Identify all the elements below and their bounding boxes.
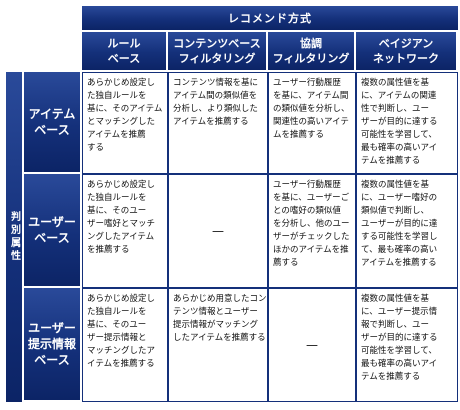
text-line: アイテム bbox=[28, 107, 76, 121]
text-line: 基に、そのユー bbox=[87, 206, 147, 216]
text-line: ザーがチェックした bbox=[273, 232, 350, 242]
side-label: 判別属性 bbox=[6, 72, 22, 402]
row-header: アイテムベース bbox=[24, 72, 80, 172]
text-line: ルール bbox=[107, 37, 141, 50]
empty-cell: — bbox=[268, 288, 356, 402]
text-line: ネットワーク bbox=[373, 52, 439, 65]
text-line: アイテムを推薦 bbox=[87, 130, 146, 140]
text-line: ザーが目的に達する bbox=[361, 117, 438, 127]
table-cell: コンテンツ情報を基にアイテム間の類似値を分析し、より類似したアイテムを推薦する bbox=[168, 72, 268, 174]
table-cell: ユーザー行動履歴を基に、アイテム間の類似値を分析し、関連性の高いアイテムを推薦す… bbox=[268, 72, 356, 174]
text-line: 可能性を学習して、 bbox=[361, 130, 437, 140]
text-line: ユーザー bbox=[28, 321, 76, 335]
text-line: アイテムを推薦する bbox=[361, 258, 437, 268]
empty-cell: — bbox=[168, 174, 268, 288]
text-line: ベース bbox=[34, 231, 70, 245]
text-line: 関連性の高いアイテ bbox=[273, 117, 349, 127]
text-line: 可能性を学習して、 bbox=[361, 346, 437, 356]
text-line: 複数の属性値を基 bbox=[361, 180, 430, 190]
text-line: 基に、そのアイテム bbox=[87, 104, 163, 114]
text-line: を分析し、他のユー bbox=[273, 219, 350, 229]
text-line: あらかじめ設定し bbox=[87, 78, 156, 88]
text-line: ングしたアイテム bbox=[87, 232, 155, 242]
text-line: に、ユーザー嗜好の bbox=[361, 193, 438, 203]
text-line: フィルタリング bbox=[178, 52, 256, 65]
text-line: ベイジアン bbox=[378, 37, 434, 50]
text-line: を基に、アイテム間 bbox=[273, 91, 349, 101]
text-line: イテムを推薦する bbox=[87, 359, 155, 369]
text-line: の類似値を分析し、 bbox=[273, 104, 350, 114]
text-line: する可能性を学習し bbox=[361, 232, 438, 242]
text-line: とマッチングした bbox=[87, 117, 156, 127]
text-line: 最も確率の高いアイ bbox=[361, 359, 438, 369]
text-line: ほかのアイテムを推 bbox=[273, 245, 349, 255]
row-header: ユーザー提示情報ベース bbox=[24, 288, 80, 400]
text-line: 報で判断し、ユー bbox=[361, 320, 430, 330]
text-line: フィルタリング bbox=[272, 52, 350, 65]
text-line: テムを推薦する bbox=[361, 372, 421, 382]
table-cell: 複数の属性値を基に、ユーザー提示情報で判断し、ユーザーが目的に達する可能性を学習… bbox=[356, 288, 458, 402]
text-line: 協調 bbox=[300, 37, 322, 50]
text-line: 提示情報 bbox=[27, 337, 76, 351]
text-line: 複数の属性値を基 bbox=[361, 78, 430, 88]
text-line: あらかじめ設定し bbox=[87, 180, 156, 190]
text-line: あらかじめ設定し bbox=[87, 294, 156, 304]
text-line: コンテンツベース bbox=[173, 37, 261, 50]
text-line: 提示情報がマッチング bbox=[173, 320, 259, 330]
text-line: ベース bbox=[107, 52, 141, 65]
text-line: アイテムを推薦する bbox=[173, 117, 249, 127]
column-header: ルールベース bbox=[82, 32, 166, 70]
text-line: て、最も確率の高い bbox=[361, 245, 438, 255]
table-cell: あらかじめ設定した独自ルールを基に、そのアイテムとマッチングしたアイテムを推薦す… bbox=[82, 72, 168, 174]
text-line: との嗜好の類似値 bbox=[273, 206, 341, 216]
text-line: に、ユーザー提示情 bbox=[361, 307, 438, 317]
column-header: 協調フィルタリング bbox=[268, 32, 354, 70]
table-cell: あらかじめ用意したコンテンツ情報とユーザー提示情報がマッチングしたアイテムを推薦… bbox=[168, 288, 268, 402]
text-line: 性で判断し、ユー bbox=[361, 104, 430, 114]
table-cell: あらかじめ設定した独自ルールを基に、そのユーザー嗜好とマッチングしたアイテムを推… bbox=[82, 174, 168, 288]
text-line: ザー提示情報と bbox=[87, 333, 147, 343]
text-line: コンテンツ情報を基に bbox=[173, 78, 259, 88]
text-line: た独自ルールを bbox=[87, 193, 147, 203]
table-cell: 複数の属性値を基に、ユーザー嗜好の類似値で判断し、ユーザーが目的に達する可能性を… bbox=[356, 174, 458, 288]
text-line: 分析し、より類似した bbox=[173, 104, 258, 114]
text-line: ユーザー bbox=[28, 215, 76, 229]
text-line: ベース bbox=[34, 353, 70, 367]
text-line: ユーザー行動履歴 bbox=[273, 78, 341, 88]
text-line: た独自ルールを bbox=[87, 91, 147, 101]
text-line: アイテム間の類似値を bbox=[173, 91, 258, 101]
text-line: マッチングしたア bbox=[87, 346, 156, 356]
text-line: ムを推薦する bbox=[273, 130, 325, 140]
column-header: ベイジアンネットワーク bbox=[356, 32, 456, 70]
text-line: あらかじめ用意したコン bbox=[173, 294, 267, 304]
text-line: 最も確率の高いアイ bbox=[361, 143, 438, 153]
table-cell: 複数の属性値を基に、アイテムの関連性で判断し、ユーザーが目的に達する可能性を学習… bbox=[356, 72, 458, 174]
table-title: レコメンド方式 bbox=[82, 6, 458, 30]
text-line: を基に、ユーザーご bbox=[273, 193, 350, 203]
text-line: したアイテムを推薦する bbox=[173, 333, 266, 343]
text-line: ザー嗜好とマッチ bbox=[87, 219, 156, 229]
text-line: テンツ情報とユーザー bbox=[173, 307, 258, 317]
text-line: ザーが目的に達する bbox=[361, 333, 438, 343]
text-line: 複数の属性値を基 bbox=[361, 294, 430, 304]
text-line: を推薦する bbox=[87, 245, 130, 255]
text-line: 基に、そのユー bbox=[87, 320, 147, 330]
table-cell: ユーザー行動履歴を基に、ユーザーごとの嗜好の類似値を分析し、他のユーザーがチェッ… bbox=[268, 174, 356, 288]
text-line: ユーザーが目的に達 bbox=[361, 219, 438, 229]
text-line: — bbox=[212, 223, 224, 238]
text-line: テムを推薦する bbox=[361, 156, 421, 166]
column-header: コンテンツベースフィルタリング bbox=[168, 32, 266, 70]
text-line: ベース bbox=[34, 123, 70, 137]
text-line: に、アイテムの関連 bbox=[361, 91, 437, 101]
row-header: ユーザーベース bbox=[24, 174, 80, 286]
text-line: する bbox=[87, 143, 105, 153]
table-cell: あらかじめ設定した独自ルールを基に、そのユーザー提示情報とマッチングしたアイテム… bbox=[82, 288, 168, 402]
text-line: 類似値で判断し、 bbox=[361, 206, 430, 216]
text-line: — bbox=[306, 337, 318, 352]
text-line: 薦する bbox=[273, 258, 299, 268]
text-line: た独自ルールを bbox=[87, 307, 147, 317]
text-line: ユーザー行動履歴 bbox=[273, 180, 341, 190]
